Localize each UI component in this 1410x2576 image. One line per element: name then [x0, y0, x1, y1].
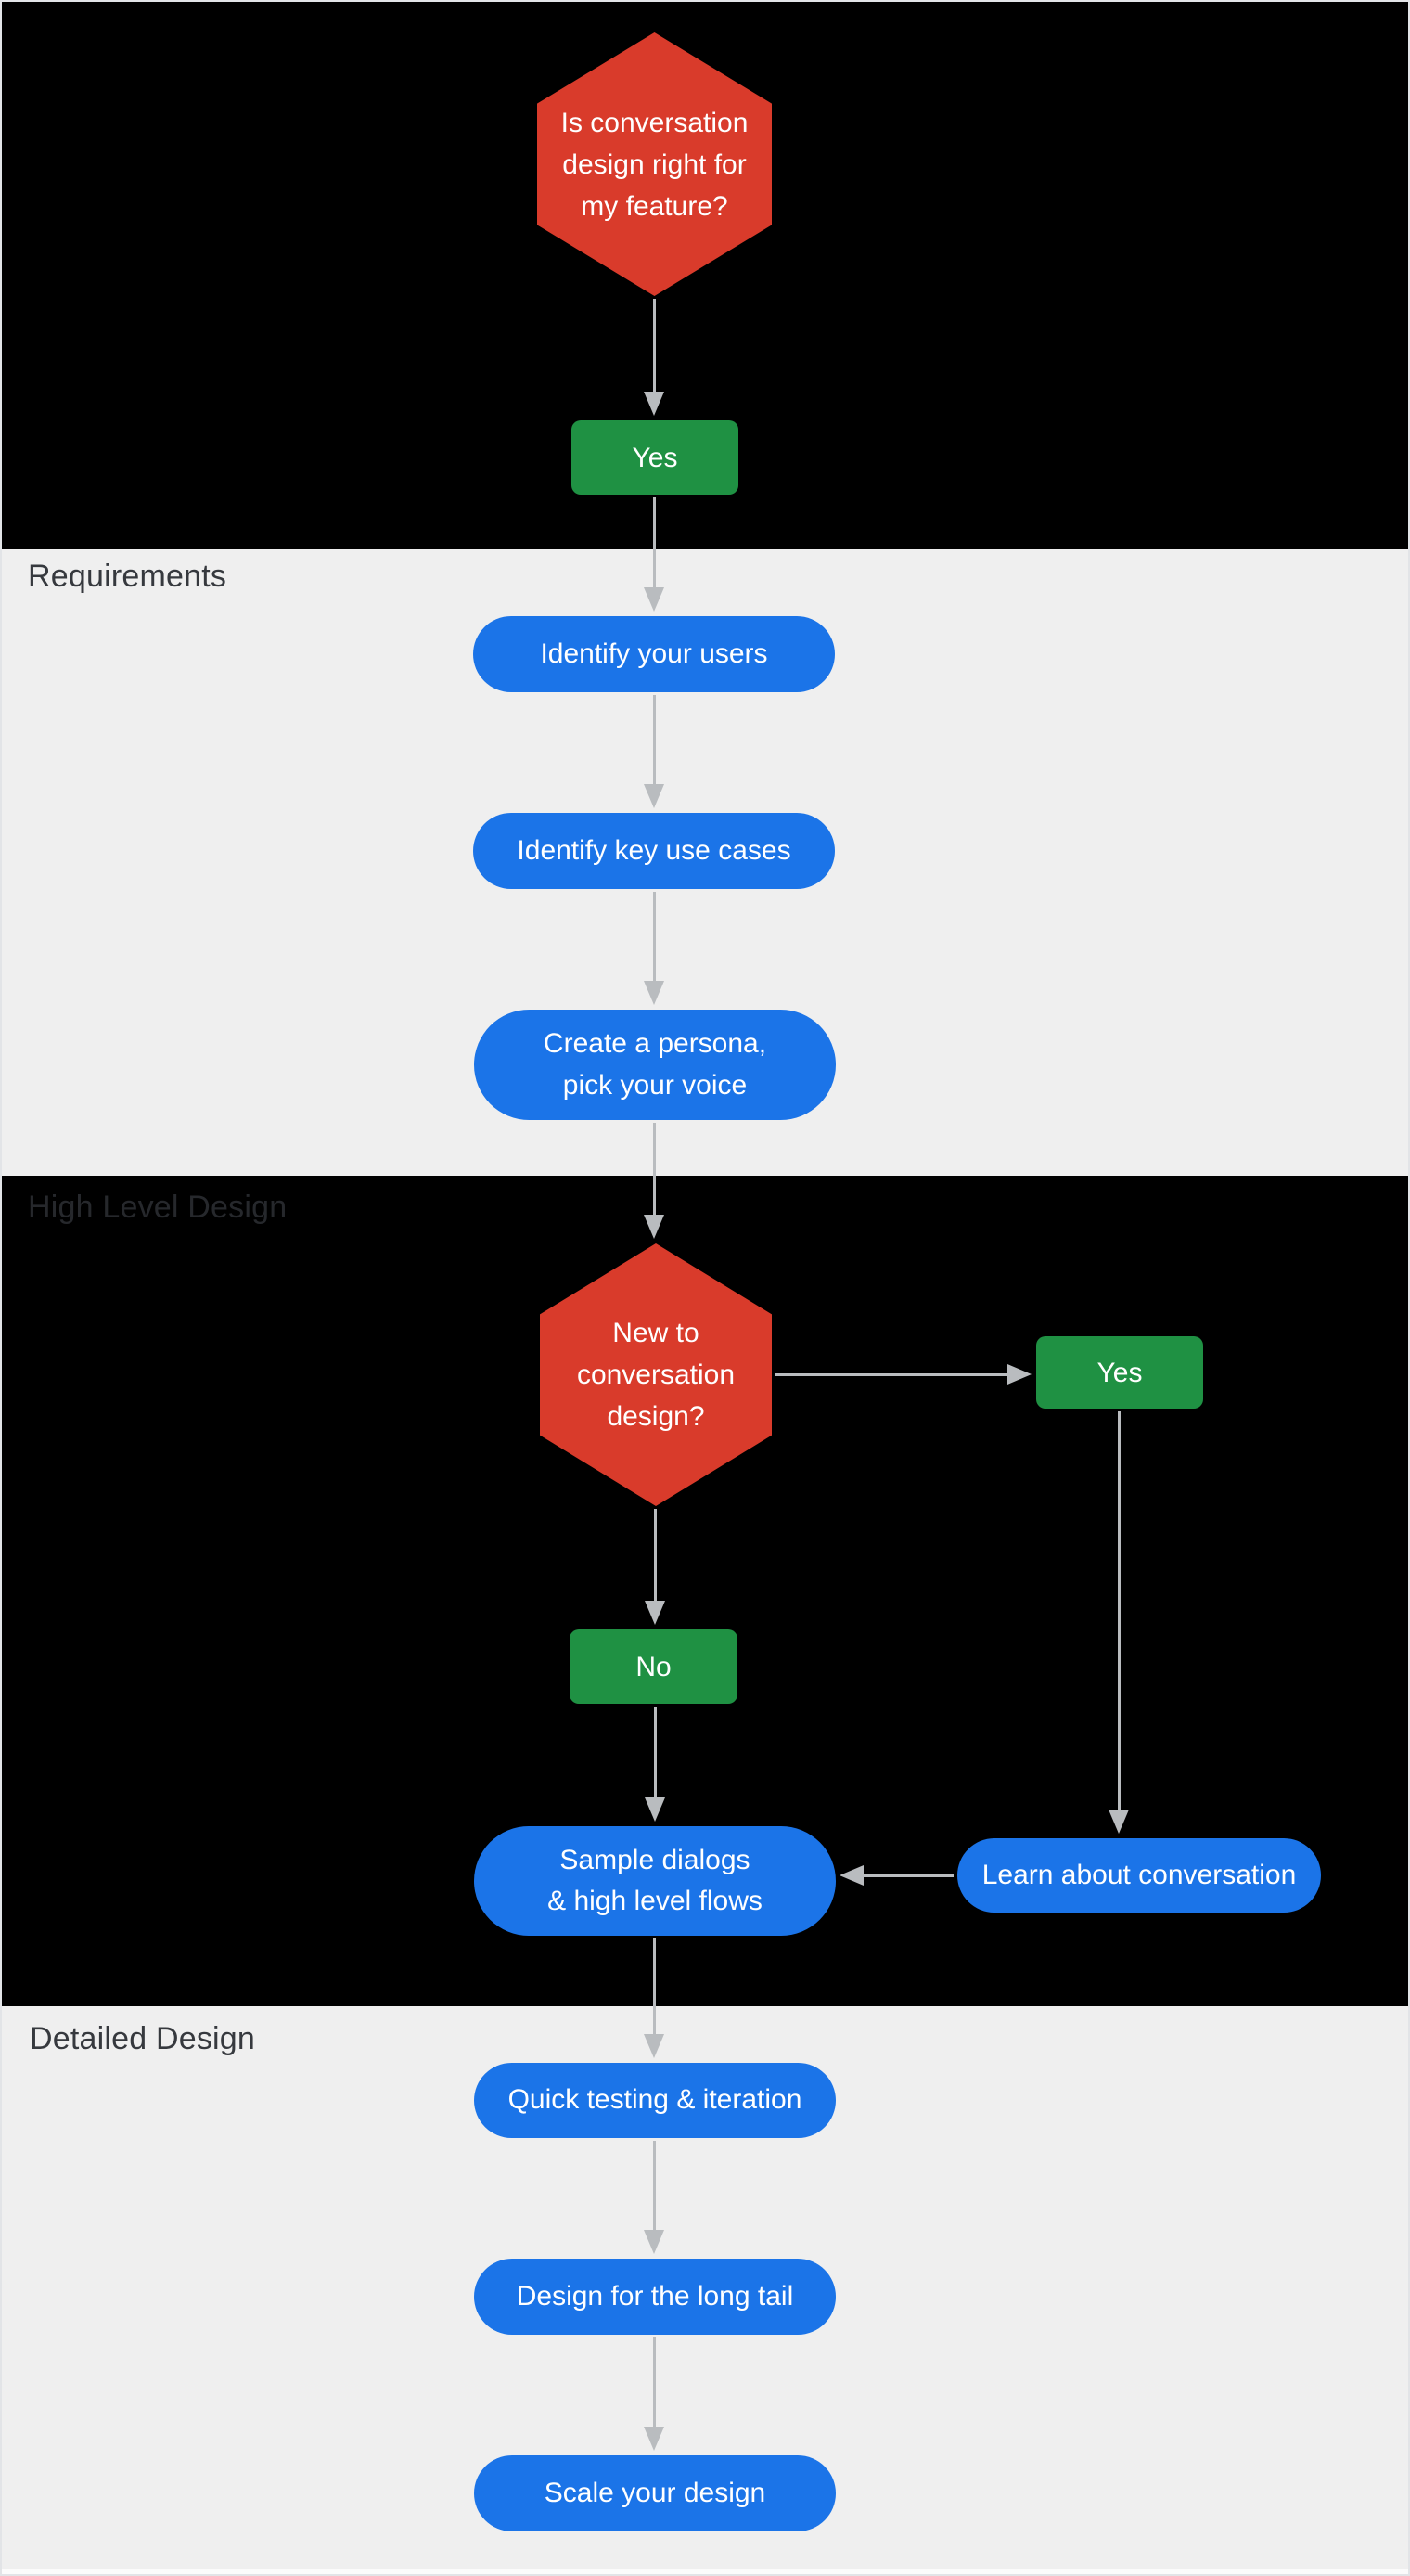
- section-label-requirements: Requirements: [28, 559, 227, 594]
- yes-button-new[interactable]: Yes: [1036, 1336, 1203, 1409]
- arrow-new-decision-to-yes: [775, 1363, 1032, 1385]
- step-pill-identify-key-use-cases[interactable]: Identify key use cases: [473, 813, 835, 889]
- no-button-new[interactable]: No: [570, 1629, 737, 1704]
- arrow-new-decision-to-no: [644, 1509, 666, 1625]
- arrow-persona-to-new-decision: [643, 1123, 665, 1239]
- section-label-detailed-design: Detailed Design: [30, 2021, 256, 2056]
- step-pill-learn-about-conversation[interactable]: Learn about conversation: [957, 1838, 1321, 1913]
- arrow-yes-to-identify-users: [643, 497, 665, 612]
- arrow-no-to-sample-dialogs: [644, 1707, 666, 1822]
- step-pill-quick-testing-iteration[interactable]: Quick testing & iteration: [474, 2063, 836, 2138]
- step-pill-sample-dialogs-high-level-flows[interactable]: Sample dialogs & high level flows: [474, 1826, 836, 1936]
- step-pill-scale-your-design[interactable]: Scale your design: [474, 2455, 836, 2531]
- step-pill-identify-your-users[interactable]: Identify your users: [473, 616, 835, 692]
- arrow-yes-to-learn-conversation: [1108, 1411, 1130, 1834]
- step-pill-design-for-long-tail[interactable]: Design for the long tail: [474, 2259, 836, 2335]
- yes-button-fit[interactable]: Yes: [571, 420, 738, 495]
- section-label-high-level-design: High Level Design: [28, 1190, 288, 1225]
- arrow-fit-to-yes: [643, 299, 665, 416]
- arrow-sample-to-quick-testing: [643, 1938, 665, 2058]
- arrow-use-cases-to-persona: [643, 892, 665, 1005]
- step-pill-create-persona-pick-voice[interactable]: Create a persona, pick your voice: [474, 1010, 836, 1120]
- arrow-long-tail-to-scale: [643, 2337, 665, 2451]
- arrow-quick-testing-to-long-tail: [643, 2141, 665, 2254]
- arrow-identify-users-to-use-cases: [643, 695, 665, 808]
- arrow-learn-to-sample-dialogs: [840, 1864, 954, 1887]
- page-bottom-strip: [0, 2569, 1410, 2576]
